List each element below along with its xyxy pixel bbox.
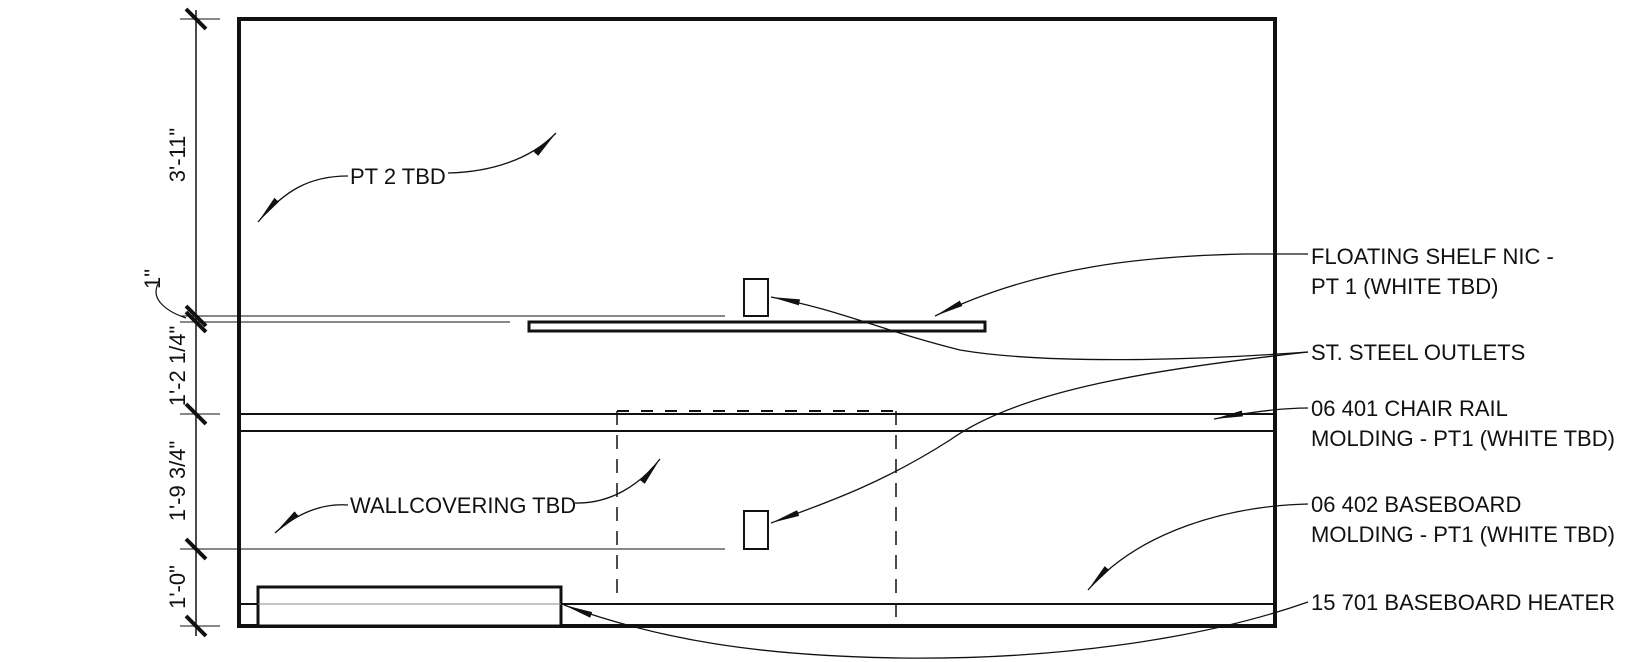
note-pt2: PT 2 TBD: [350, 164, 446, 189]
note-baseboard-heater: 15 701 BASEBOARD HEATER: [1311, 590, 1615, 615]
upper-outlet: [743, 278, 769, 317]
dimension-3ft11: 3'-11": [165, 128, 190, 182]
dimension-tick: [184, 304, 208, 328]
note-chair-rail-line2: MOLDING - PT1 (WHITE TBD): [1311, 426, 1615, 451]
dimension-tick: [184, 7, 208, 31]
baseboard-heater: [256, 585, 563, 628]
leader-wallcovering-right: [574, 458, 661, 504]
dimension-1ft2-1-4: 1'-2 1/4": [165, 326, 190, 407]
note-floating-shelf-line1: FLOATING SHELF NIC -: [1311, 244, 1554, 269]
leader-outlets-lower: [770, 351, 1309, 524]
dimension-1ft9-3-4: 1'-9 3/4": [165, 441, 190, 522]
dimension-1in-leader: [155, 283, 187, 319]
note-outlets: ST. STEEL OUTLETS: [1311, 340, 1525, 365]
dimension-tick: [184, 537, 208, 561]
note-floating-shelf-line2: PT 1 (WHITE TBD): [1311, 274, 1498, 299]
dimension-1ft0: 1'-0": [165, 565, 190, 609]
floating-shelf: [527, 320, 987, 333]
leader-baseboard: [1087, 503, 1309, 591]
leader-outlets-upper: [770, 296, 1309, 361]
dimension-tick: [184, 310, 208, 334]
note-baseboard-line2: MOLDING - PT1 (WHITE TBD): [1311, 522, 1615, 547]
leader-baseboard-heater: [563, 601, 1309, 659]
dimension-tick: [184, 614, 208, 638]
dimension-ticks: [184, 7, 208, 638]
leader-chair-rail: [1213, 407, 1309, 420]
leader-pt2-left: [257, 175, 349, 223]
leader-wallcovering-left: [274, 504, 349, 534]
note-wallcovering: WALLCOVERING TBD: [350, 493, 576, 518]
dimension-tick: [184, 402, 208, 426]
lower-outlet: [743, 510, 769, 550]
note-baseboard-line1: 06 402 BASEBOARD: [1311, 492, 1521, 517]
dimension-1in: 1": [140, 269, 165, 289]
leader-floating-shelf: [934, 253, 1308, 317]
note-chair-rail-line1: 06 401 CHAIR RAIL: [1311, 396, 1508, 421]
leader-pt2-right: [447, 132, 557, 174]
